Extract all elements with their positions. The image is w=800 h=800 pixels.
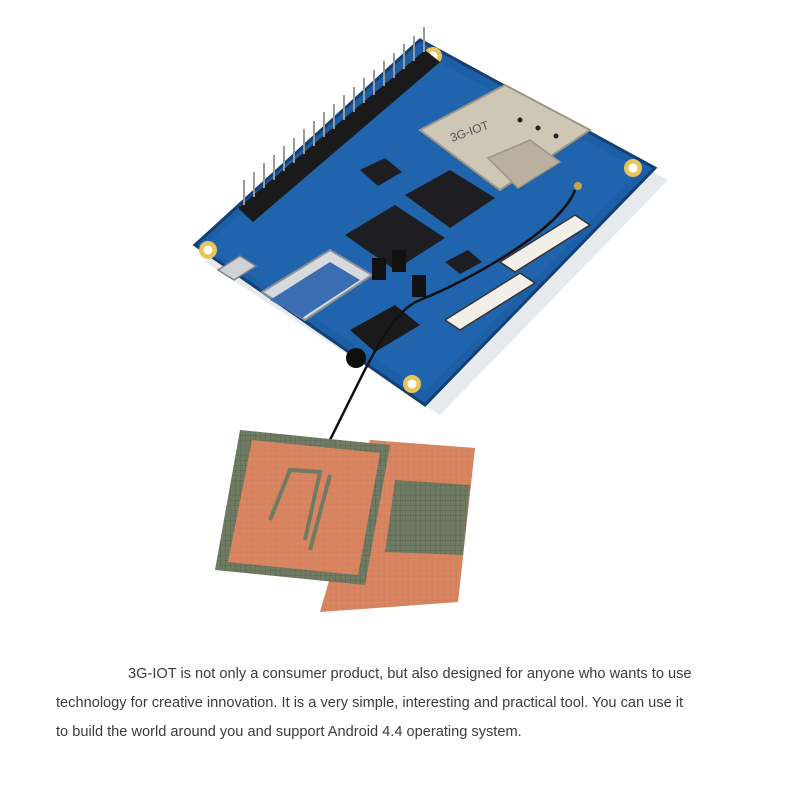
caption-line-1: 3G-IOT is not only a consumer product, b…: [128, 666, 692, 682]
fpc-connectors: [443, 214, 592, 331]
caption-line-2: technology for creative innovation. It i…: [56, 695, 684, 711]
rf-shield: 3G-IOT: [418, 83, 592, 192]
description-paragraph: 3G-IOT is not only a consumer product, b…: [56, 660, 736, 747]
product-photo: 3G-IOT: [192, 27, 668, 612]
antenna-front: [215, 430, 390, 585]
micro-usb-port: [216, 255, 258, 281]
antenna-cable: [328, 189, 577, 441]
caption-line-3: to build the world around you and suppor…: [56, 724, 522, 740]
audio-jack: [346, 305, 420, 368]
chips: [345, 158, 495, 274]
jumpers: [372, 250, 426, 297]
gpio-header: [238, 27, 440, 222]
